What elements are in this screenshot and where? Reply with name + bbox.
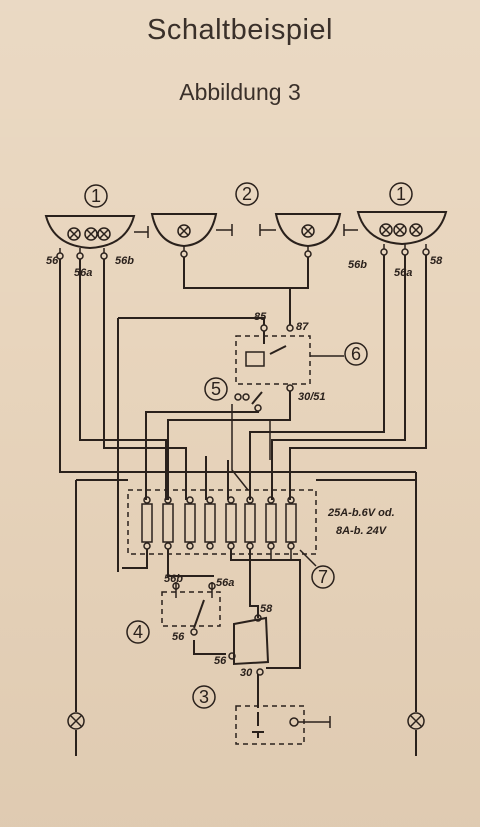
dimmer-switch-4: 56b 56a 56: [161, 573, 234, 643]
headlamp-right: 56b 56a 58: [343, 211, 448, 279]
ground-icon: [216, 224, 233, 236]
callout-1-left: 1: [84, 184, 108, 208]
bulb-icon: [97, 227, 111, 241]
terminal-56: 56: [214, 655, 227, 667]
bulb-icon: [177, 224, 191, 238]
switch-5: [234, 391, 263, 412]
bulb-icon: [301, 224, 315, 238]
terminal-56b: 56b: [115, 255, 134, 267]
fuse-rating-line-2: 8A-b. 24V: [336, 525, 388, 537]
callout-7: 7: [311, 565, 335, 589]
terminal-87: 87: [296, 321, 309, 333]
callout-1-right: 1: [389, 182, 413, 206]
ground-icon: [298, 716, 331, 728]
bulb-icon: [379, 223, 393, 237]
page-title: Schaltbeispiel: [147, 14, 333, 46]
wiring-outer: [75, 472, 417, 756]
fuse-rating-line-1: 25A-b.6V od.: [327, 507, 395, 519]
terminal-58: 58: [430, 255, 443, 267]
wiring-lower: [122, 549, 301, 708]
parking-lamp-right: [407, 712, 425, 730]
svg-text:3: 3: [199, 687, 209, 707]
terminal-56: 56: [172, 631, 185, 643]
callout-4: 4: [126, 620, 150, 644]
figure-caption: Abbildung 3: [179, 79, 301, 105]
terminal-58: 58: [260, 603, 273, 615]
svg-text:6: 6: [351, 344, 361, 364]
callout-5: 5: [204, 377, 228, 401]
fuses: [141, 496, 297, 550]
ground-icon: [259, 224, 276, 236]
svg-text:5: 5: [211, 379, 221, 399]
terminal-56a: 56a: [216, 577, 234, 589]
callout-3: 3: [192, 685, 216, 709]
ground-icon: [343, 224, 358, 236]
svg-text:1: 1: [91, 186, 101, 206]
light-switch-3: 58 56 30: [214, 603, 273, 679]
ignition-switch: [235, 705, 331, 745]
terminal-56: 56: [46, 255, 59, 267]
callout-2: 2: [235, 182, 259, 206]
callout-6: 6: [344, 342, 368, 366]
headlamp-left: 56 56a 56b: [44, 215, 149, 279]
relay-coil: [245, 351, 265, 367]
svg-text:4: 4: [133, 622, 143, 642]
terminal-30-51: 30/51: [298, 391, 326, 403]
bulb-icon: [393, 223, 407, 237]
svg-text:1: 1: [396, 184, 406, 204]
terminal-30: 30: [240, 667, 253, 679]
bulb-icon: [67, 227, 81, 241]
terminal-56b: 56b: [348, 259, 367, 271]
svg-text:2: 2: [242, 184, 252, 204]
ground-icon: [134, 226, 149, 238]
fuse-box-7: 25A-b.6V od. 8A-b. 24V: [127, 489, 395, 567]
terminal-56a: 56a: [394, 267, 412, 279]
terminal-56a: 56a: [74, 267, 92, 279]
fog-lamp-left: [150, 213, 233, 258]
bulb-icon: [409, 223, 423, 237]
svg-text:7: 7: [318, 567, 328, 587]
terminal-56b: 56b: [164, 573, 183, 585]
fog-lamp-right: [259, 213, 342, 258]
parking-lamp-left: [67, 712, 85, 730]
wiring-upper: [59, 255, 427, 572]
bulb-icon: [84, 227, 98, 241]
